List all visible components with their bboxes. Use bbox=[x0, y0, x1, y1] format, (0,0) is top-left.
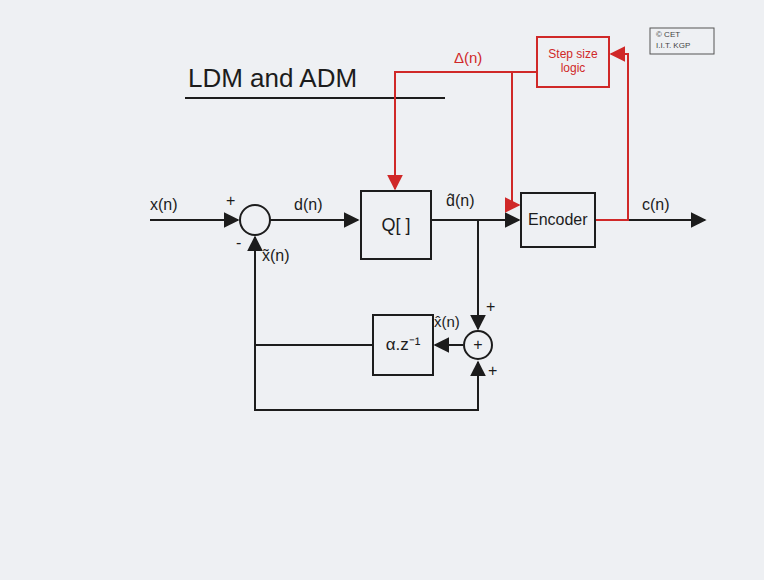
feedback-wire bbox=[255, 237, 372, 345]
input-wire bbox=[150, 219, 238, 221]
signal-connector bbox=[435, 344, 463, 346]
node-text: Encoder bbox=[528, 211, 588, 229]
signal-label: x̂(n) bbox=[434, 314, 460, 331]
signal-connector bbox=[432, 220, 478, 329]
adder-circle: + bbox=[463, 330, 493, 360]
signal-label: © CET bbox=[656, 31, 680, 40]
error-wire bbox=[270, 219, 358, 221]
signal-connector bbox=[512, 72, 536, 205]
signal-label: + bbox=[226, 192, 235, 210]
process-box: Q[ ] bbox=[360, 190, 432, 260]
signal-label: - bbox=[236, 234, 241, 252]
title-underline bbox=[185, 97, 445, 99]
process-box: Step size logic bbox=[536, 36, 610, 88]
signal-connector bbox=[395, 72, 536, 189]
node-text: + bbox=[473, 336, 482, 354]
process-box: Encoder bbox=[520, 192, 596, 248]
signal-label: x(n) bbox=[150, 196, 178, 214]
signal-label: d(n) bbox=[294, 196, 322, 214]
signal-label: I.I.T. KGP bbox=[656, 42, 690, 51]
signal-label: d̂(n) bbox=[446, 192, 474, 210]
signal-label: c(n) bbox=[642, 196, 670, 214]
process-box: α.z⁻¹ bbox=[372, 314, 434, 376]
signal-label: + bbox=[486, 298, 495, 316]
summer-circle bbox=[240, 205, 270, 235]
signal-label: x̃(n) bbox=[262, 247, 290, 265]
node-text: α.z⁻¹ bbox=[386, 335, 421, 355]
diagram-title: LDM and ADM bbox=[188, 64, 357, 93]
feedback-wire bbox=[255, 345, 478, 410]
node-text: Step size logic bbox=[544, 48, 602, 76]
watermark-box bbox=[650, 28, 714, 54]
edge-label: Δ(n) bbox=[452, 50, 484, 67]
signal-label: + bbox=[488, 362, 497, 380]
node-text: Q[ ] bbox=[381, 215, 410, 236]
